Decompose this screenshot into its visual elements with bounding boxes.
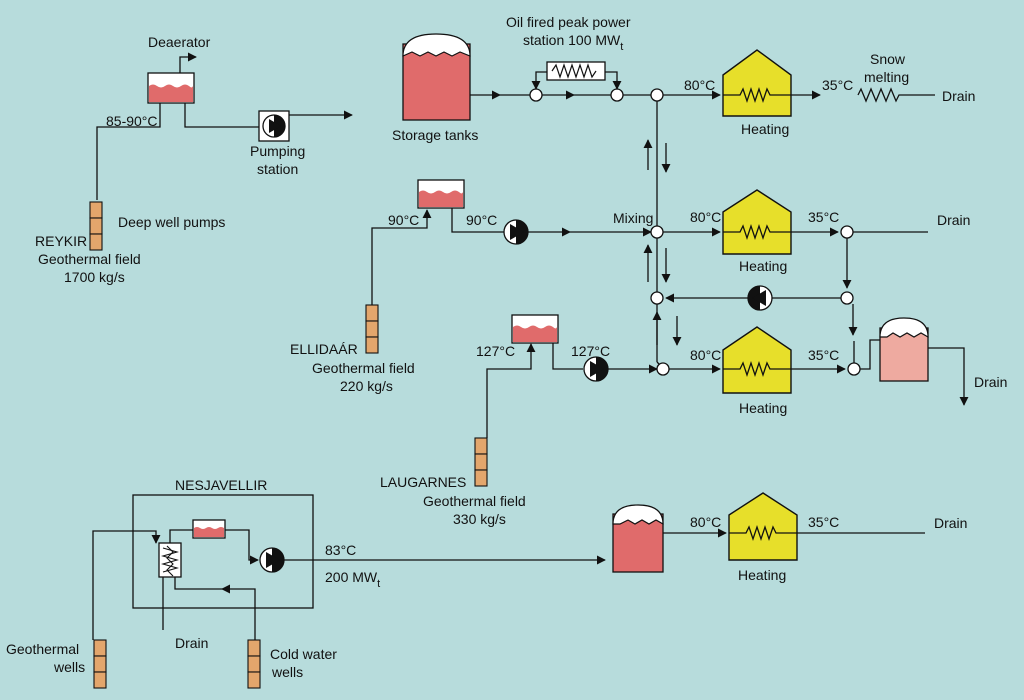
heating-label-row3: Heating bbox=[739, 400, 787, 416]
reykir-field-label: Geothermal field bbox=[38, 251, 141, 267]
deaerator-reykir bbox=[147, 52, 197, 104]
row3-cold-temp: 35°C bbox=[808, 347, 839, 363]
storage-tank-row4 bbox=[612, 504, 664, 573]
laugarnes-label: LAUGARNES bbox=[380, 474, 466, 490]
row4-hot-temp: 80°C bbox=[690, 514, 721, 530]
pumping-station-label-1: Pumping bbox=[250, 143, 305, 159]
row1-drain-label: Drain bbox=[942, 88, 975, 104]
reykir-label: REYKIR bbox=[35, 233, 87, 249]
deaerator-to-pump-pipe bbox=[184, 103, 259, 128]
heating-house-row2 bbox=[722, 189, 792, 255]
snow-melting-label-2: melting bbox=[864, 69, 909, 85]
ellidaar-field-label: Geothermal field bbox=[312, 360, 415, 376]
node-mixing-middle bbox=[650, 225, 664, 239]
well-nesja-cold bbox=[247, 639, 261, 689]
snow-melting-coil bbox=[857, 87, 935, 103]
nesjavellir-frame bbox=[132, 494, 314, 609]
deaerator-label: Deaerator bbox=[148, 34, 211, 50]
cold-water-wells-label-1: Cold water bbox=[270, 646, 337, 662]
ellidaar-label: ELLIDAÁR bbox=[290, 341, 358, 357]
node-mixing-lower bbox=[650, 291, 664, 305]
node-mixing-top bbox=[650, 88, 664, 102]
small-storage-tank bbox=[879, 317, 929, 382]
ellidaar-supply-pipe bbox=[371, 209, 432, 305]
ellidaar-temp-in: 90°C bbox=[388, 212, 419, 228]
peak-power-label-2: station 100 MWt bbox=[523, 32, 623, 53]
well-ellidaar bbox=[365, 304, 379, 354]
node-row3-return bbox=[847, 362, 861, 376]
heating-house-row4 bbox=[728, 492, 798, 561]
geothermal-wells-label-2: wells bbox=[53, 659, 85, 675]
node-peak-in bbox=[529, 88, 543, 102]
storage-tank bbox=[402, 33, 471, 121]
well-nesja-geothermal bbox=[93, 639, 107, 689]
ellidaar-temp-out: 90°C bbox=[466, 212, 497, 228]
laugarnes-temp-out: 127°C bbox=[571, 343, 610, 359]
row2-hot-temp: 80°C bbox=[690, 209, 721, 225]
node-row2-return bbox=[840, 225, 854, 239]
ellidaar-flow-label: 220 kg/s bbox=[340, 378, 393, 394]
peak-power-label-1: Oil fired peak power bbox=[506, 14, 631, 30]
row1-cold-temp: 35°C bbox=[822, 77, 853, 93]
deep-well-pumps-label: Deep well pumps bbox=[118, 214, 225, 230]
deaerator-ellidaar bbox=[417, 179, 465, 209]
row4-drain-label: Drain bbox=[934, 515, 967, 531]
pump-return-icon bbox=[747, 285, 773, 311]
snow-melting-label-1: Snow bbox=[870, 51, 906, 67]
node-peak-out bbox=[610, 88, 624, 102]
storage-tanks-label: Storage tanks bbox=[392, 127, 478, 143]
heating-label-row2: Heating bbox=[739, 258, 787, 274]
heating-house-row3 bbox=[722, 326, 792, 394]
nesjavellir-power: 200 MWt bbox=[325, 569, 380, 590]
nesjavellir-heat-exchanger bbox=[158, 542, 182, 578]
deaerator-nesjavellir bbox=[192, 519, 226, 539]
laugarnes-flow-label: 330 kg/s bbox=[453, 511, 506, 527]
cold-water-wells-label-2: wells bbox=[271, 664, 303, 680]
row3-drain-label: Drain bbox=[974, 374, 1007, 390]
nesjavellir-label: NESJAVELLIR bbox=[175, 477, 267, 493]
reykir-flow-label: 1700 kg/s bbox=[64, 269, 125, 285]
pump-laugarnes-icon bbox=[583, 356, 609, 382]
pump-ellidaar-icon bbox=[503, 219, 529, 245]
row4-cold-temp: 35°C bbox=[808, 514, 839, 530]
pump-reykir-icon bbox=[258, 110, 290, 142]
row2-cold-temp: 35°C bbox=[808, 209, 839, 225]
heating-label-row4: Heating bbox=[738, 567, 786, 583]
deaerator-laugarnes bbox=[511, 314, 559, 344]
node-return-right bbox=[840, 291, 854, 305]
mixing-label: Mixing bbox=[613, 210, 653, 226]
nesjavellir-temp: 83°C bbox=[325, 542, 356, 558]
row2-drain-label: Drain bbox=[937, 212, 970, 228]
nesjavellir-drain-label: Drain bbox=[175, 635, 208, 651]
reykir-supply-pipe bbox=[96, 103, 161, 200]
node-laugarnes-mix bbox=[656, 362, 670, 376]
row3-hot-temp: 80°C bbox=[690, 347, 721, 363]
row1-hot-temp: 80°C bbox=[684, 77, 715, 93]
laugarnes-supply-pipe bbox=[486, 343, 536, 438]
peak-bypass-pipe bbox=[531, 71, 547, 90]
geothermal-wells-label-1: Geothermal bbox=[6, 641, 79, 657]
well-laugarnes bbox=[474, 437, 488, 487]
heating-label-row1: Heating bbox=[741, 121, 789, 137]
laugarnes-temp-in: 127°C bbox=[476, 343, 515, 359]
pump-nesjavellir-icon bbox=[259, 547, 285, 573]
reykir-temp-label: 85-90°C bbox=[106, 113, 158, 129]
well-reykir bbox=[89, 201, 103, 251]
heating-house-row1 bbox=[722, 49, 792, 117]
peak-power-station bbox=[546, 61, 606, 81]
laugarnes-field-label: Geothermal field bbox=[423, 493, 526, 509]
pumping-station-label-2: station bbox=[257, 161, 298, 177]
